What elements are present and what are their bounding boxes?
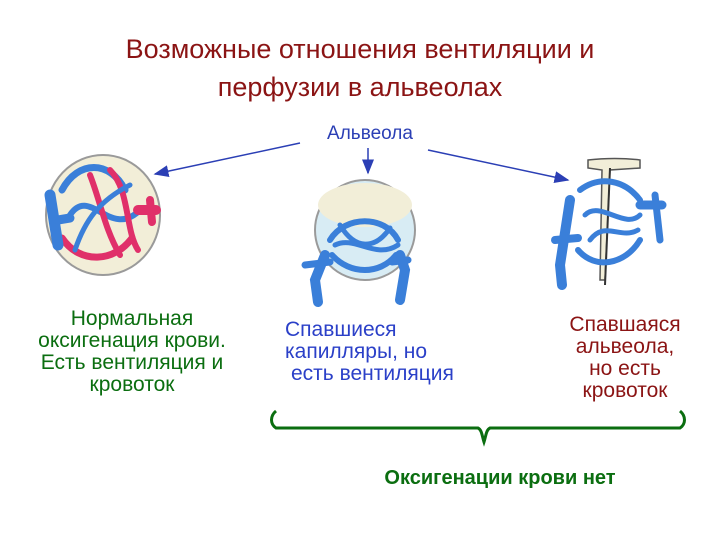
caption-collapsed-capillaries: Спавшиеся капилляры, но есть вентиляция (285, 319, 515, 385)
caption-line: Спавшаяся (569, 313, 681, 336)
caption-normal: Нормальная оксигенация крови. Есть венти… (4, 308, 260, 396)
caption-line: но есть (589, 357, 661, 380)
caption-line: кровоток (89, 373, 175, 396)
capillary-network (301, 218, 412, 307)
pointer-arrows (153, 142, 570, 184)
caption-line: Есть вентиляция и (40, 351, 224, 374)
grouping-brace (270, 409, 686, 447)
caption-line: оксигенация крови. (38, 329, 226, 352)
title-line-1: Возможные отношения вентиляции и (125, 34, 595, 64)
capillary-network (44, 164, 161, 261)
caption-collapsed-alveola: Спавшаяся альвеола, но есть кровоток (540, 314, 710, 402)
caption-line: капилляры, но (285, 340, 428, 363)
arrow-to-normal (153, 142, 301, 178)
collapsed-alveolus-illustration (551, 157, 667, 290)
caption-line: кровоток (582, 379, 668, 402)
caption-line: альвеола, (575, 335, 675, 358)
page-title: Возможные отношения вентиляции и перфузи… (0, 30, 720, 106)
alveola-label: Альвеола (327, 123, 413, 144)
arrow-to-collapsed (427, 149, 570, 184)
caption-line: Спавшиеся (285, 318, 397, 341)
caption-line: Нормальная (70, 307, 194, 330)
no-oxygenation-note: Оксигенации крови нет (384, 467, 616, 489)
caption-line: есть вентиляция (291, 362, 454, 385)
capillary-network (551, 178, 667, 290)
collapsed-capillaries-illustration (301, 179, 416, 307)
title-line-2: перфузии в альвеолах (217, 72, 503, 102)
alveolus-normal-illustration (44, 154, 161, 276)
